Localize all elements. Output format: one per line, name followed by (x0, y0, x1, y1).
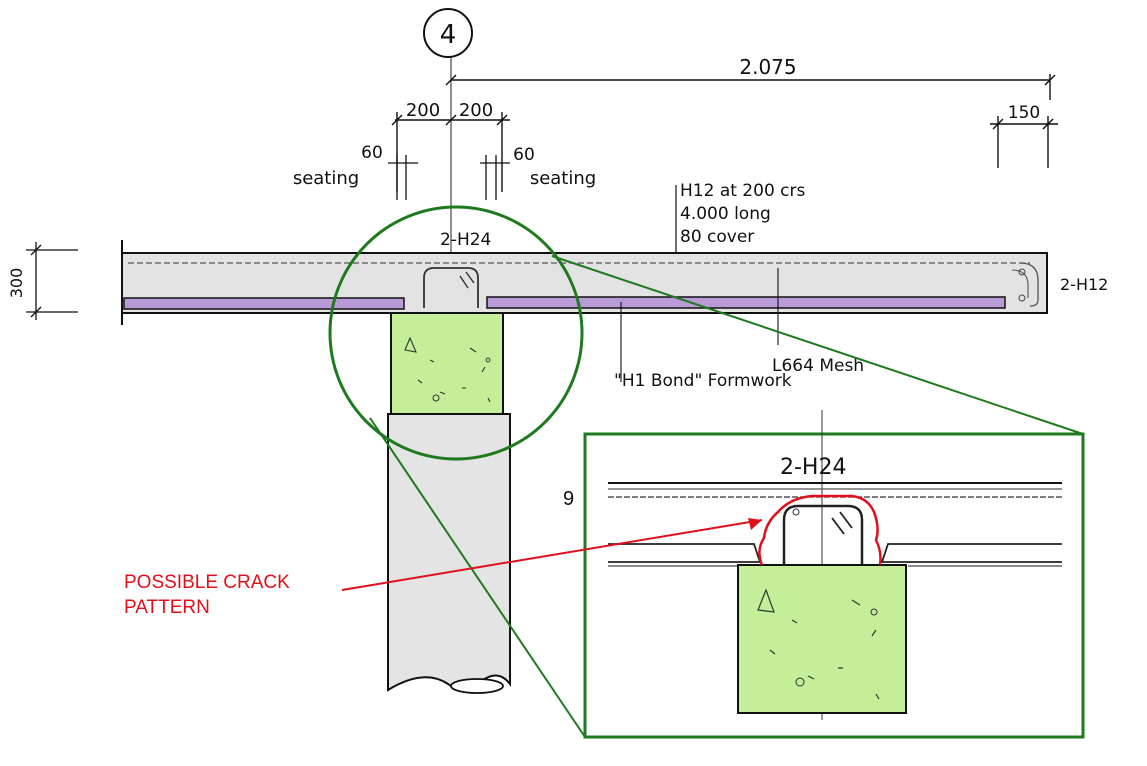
dimension-overall-label: 2.075 (739, 55, 796, 79)
dimension-end-label: 150 (1008, 103, 1040, 123)
dimension-slab-depth-label: 300 (7, 268, 26, 299)
detail-top-bars-label: 2-H24 (780, 455, 846, 480)
callout-leader-bottom (369, 417, 586, 738)
pile (387, 413, 511, 694)
top-steel-note-1: H12 at 200 crs (680, 181, 805, 201)
formwork-label: "H1 Bond" Formwork (614, 371, 792, 391)
top-steel-note-2: 4.000 long (680, 204, 771, 224)
formwork-right (486, 296, 1006, 309)
dimension-seat-width (391, 112, 510, 192)
seat-u-bar (423, 267, 479, 308)
crack-label-leader (341, 519, 763, 591)
pile-cap (390, 312, 504, 415)
slab-end-hook-inner (1011, 269, 1029, 298)
seating-right-label: seating (530, 168, 596, 189)
formwork-left (123, 297, 405, 310)
pile-break (450, 678, 504, 694)
seating-left-value: 60 (361, 143, 383, 163)
seating-right-dimension (480, 155, 510, 200)
seating-right-value: 60 (513, 145, 535, 165)
enlarged-detail: 2-H24 9 (563, 410, 1085, 739)
top-bars-label: 2-H24 (440, 230, 491, 250)
crack-leader-arrowhead (748, 518, 762, 530)
seating-left-label: seating (293, 168, 359, 189)
detail-pile-cap (737, 564, 907, 714)
top-steel-note-3: 80 cover (680, 227, 754, 247)
edge-bars-label: 2-H12 (1060, 275, 1108, 294)
dimension-slab-depth (26, 242, 78, 320)
gridline-bubble (423, 8, 473, 58)
dimension-right-half: 200 (459, 100, 493, 121)
dimension-overall (445, 74, 1056, 100)
crack-label-line2: PATTERN (124, 597, 210, 618)
detail-number: 9 (563, 488, 574, 510)
dimension-left-half: 200 (406, 100, 440, 121)
mesh-label: L664 Mesh (772, 356, 864, 376)
seating-left-dimension (388, 155, 418, 200)
slab-end-hook (1019, 262, 1039, 307)
crack-label-line1: POSSIBLE CRACK (124, 572, 290, 593)
pile-cap-body (390, 312, 504, 415)
gridline-label: 4 (440, 20, 457, 50)
dimension-end (990, 116, 1058, 168)
crack-pattern (758, 494, 882, 566)
slab (121, 240, 1048, 325)
callout-circle (328, 205, 584, 461)
callout-leader-top (551, 255, 1084, 435)
